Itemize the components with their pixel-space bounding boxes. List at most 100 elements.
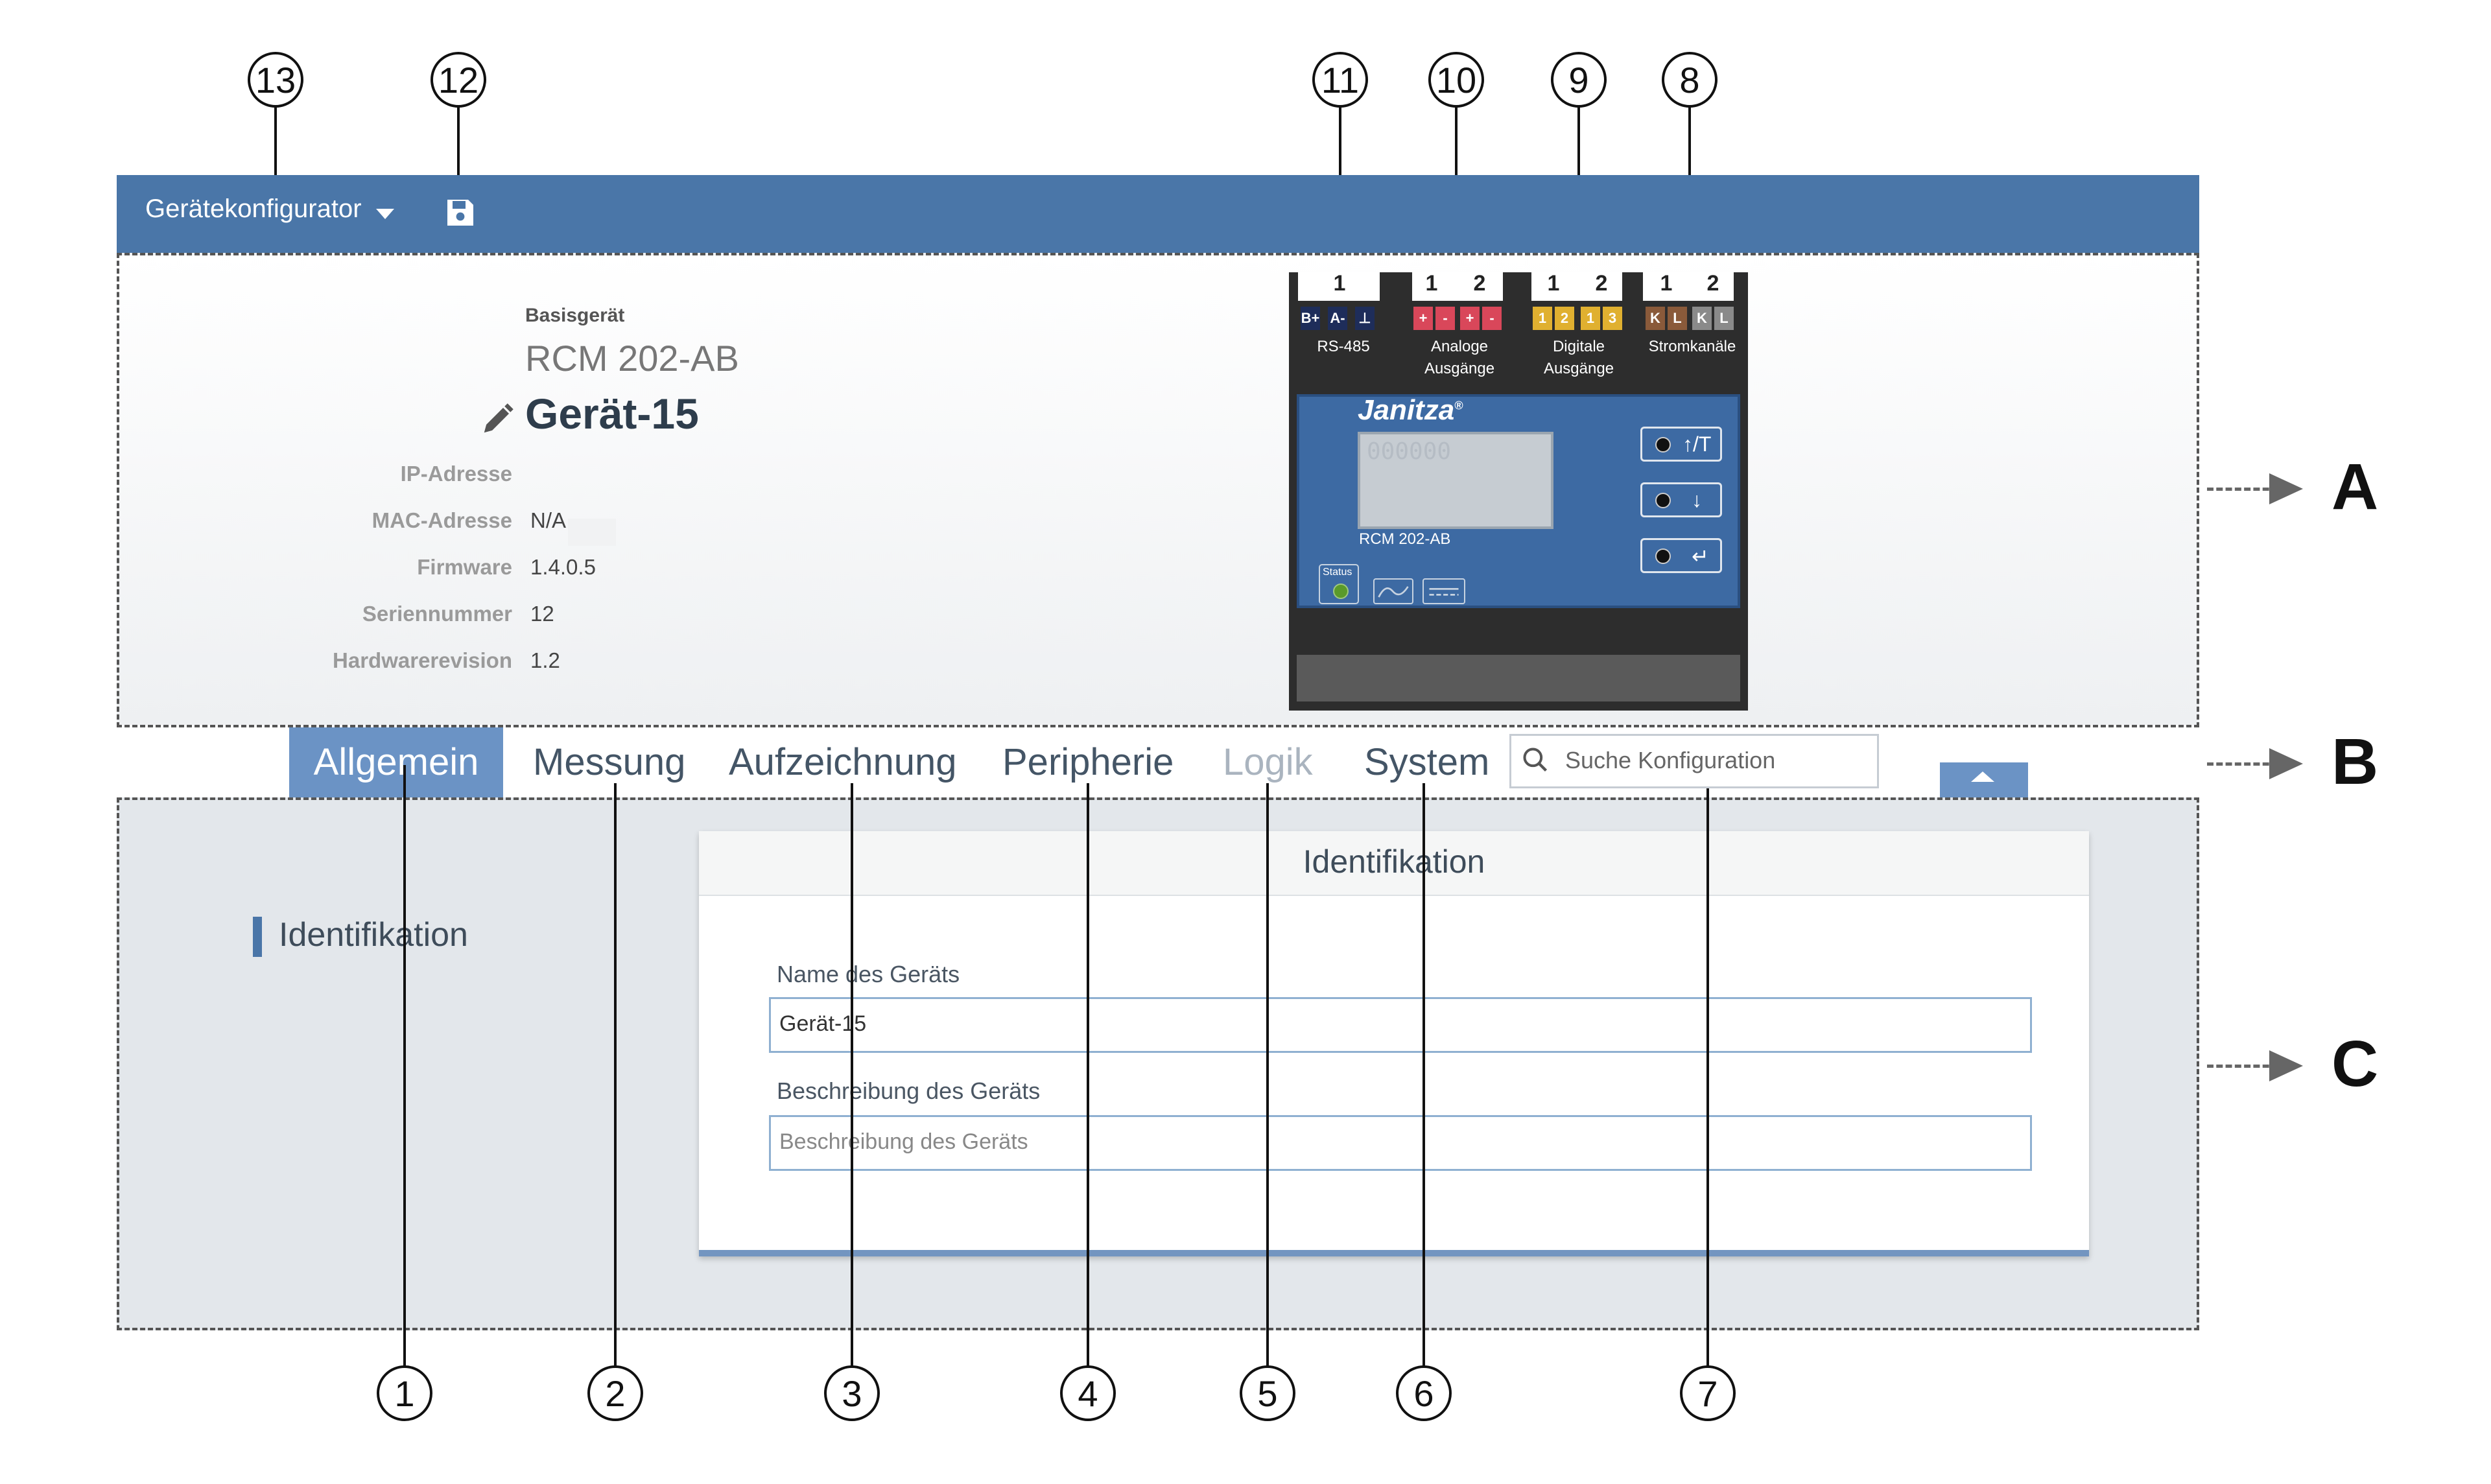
terminal-block: +	[1413, 307, 1433, 330]
device-description-placeholder: Beschreibung des Geräts	[779, 1129, 1028, 1154]
tab-logik: Logik	[1223, 741, 1313, 783]
terminal-strip-current	[1643, 272, 1734, 301]
terminal-block: ⊥	[1355, 307, 1375, 330]
device-description-field[interactable]	[769, 1115, 2032, 1171]
terminal-caption-current: Stromkanäle	[1648, 338, 1736, 355]
callout-6: 6	[1396, 1365, 1452, 1421]
device-display-digits: 000000	[1367, 438, 1452, 465]
section-b-arrow-line	[2207, 762, 2278, 766]
section-a-device-info	[117, 253, 2199, 727]
save-icon[interactable]	[445, 197, 476, 228]
callout-8: 8	[1662, 52, 1718, 108]
status-led-icon	[1333, 583, 1349, 599]
terminal-block: +	[1460, 307, 1480, 330]
terminal-block: L	[1714, 307, 1734, 330]
terminal-block: 2	[1555, 307, 1574, 330]
terminal-caption-digital: Digitale Ausgänge	[1543, 338, 1614, 377]
search-input[interactable]	[1509, 734, 1879, 788]
top-toolbar	[117, 175, 2199, 254]
chevron-up-icon	[1971, 771, 1994, 782]
button-dot	[1655, 437, 1671, 453]
chevron-down-icon[interactable]	[376, 209, 394, 219]
device-button-down: ↓	[1640, 482, 1722, 517]
terminal-number: 2	[1473, 271, 1486, 296]
tab-peripherie[interactable]: Peripherie	[1002, 741, 1174, 783]
dc-symbol-icon	[1423, 578, 1465, 604]
device-name-field-value: Gerät-15	[779, 1011, 867, 1036]
terminal-number: 1	[1425, 271, 1438, 296]
mac-address-value: N/A	[530, 508, 567, 532]
logo-registered-mark: ®	[1454, 399, 1463, 412]
configurator-menu-label[interactable]: Gerätekonfigurator	[145, 194, 362, 223]
tab-messung[interactable]: Messung	[533, 741, 686, 783]
terminal-block: B+	[1301, 307, 1320, 330]
callout-7: 7	[1680, 1365, 1736, 1421]
terminal-number: 2	[1595, 271, 1608, 296]
terminal-strip-analog	[1412, 272, 1503, 301]
device-model: RCM 202-AB	[525, 338, 739, 379]
terminal-strip-digital	[1531, 272, 1622, 301]
callout-10: 10	[1428, 52, 1484, 108]
firmware-label: Firmware	[417, 555, 512, 579]
section-a-arrow-line	[2207, 488, 2278, 491]
callout-12: 12	[431, 52, 486, 108]
device-button-enter: ↵	[1640, 538, 1722, 573]
section-b-letter: B	[2332, 725, 2379, 798]
mac-address-redaction	[568, 519, 616, 546]
device-name-field[interactable]	[769, 997, 2032, 1053]
logo-wordmark: Janitza	[1358, 394, 1455, 426]
device-name: Gerät-15	[525, 390, 699, 438]
callout-11: 11	[1312, 52, 1368, 108]
tab-allgemein[interactable]: Allgemein	[289, 727, 503, 797]
search-placeholder: Suche Konfiguration	[1565, 747, 1776, 773]
terminal-block: A-	[1328, 307, 1347, 330]
pencil-icon[interactable]	[480, 402, 515, 437]
section-c-letter: C	[2332, 1028, 2379, 1100]
callout-3: 3	[824, 1365, 880, 1421]
terminal-block: 3	[1603, 307, 1622, 330]
terminal-number: 1	[1660, 271, 1673, 296]
terminal-block: 1	[1581, 307, 1600, 330]
terminal-caption-rs485: RS-485	[1317, 338, 1370, 355]
status-indicator-frame	[1319, 564, 1359, 604]
enter-icon: ↵	[1692, 545, 1709, 568]
button-dot	[1655, 548, 1671, 564]
section-c-arrow-line	[2207, 1065, 2278, 1068]
callout-leader-2	[614, 783, 617, 1372]
terminal-block: K	[1646, 307, 1665, 330]
arrow-down-icon: ↓	[1692, 488, 1702, 512]
section-a-letter: A	[2332, 451, 2379, 523]
hardware-revision-value: 1.2	[530, 648, 560, 672]
tab-aufzeichnung[interactable]: Aufzeichnung	[729, 741, 957, 783]
mac-address-label: MAC-Adresse	[372, 508, 512, 532]
terminal-number: 1	[1333, 271, 1346, 296]
callout-1: 1	[377, 1365, 432, 1421]
section-a-arrow-icon	[2269, 473, 2303, 504]
card-header	[699, 831, 2089, 896]
search-icon	[1523, 748, 1548, 772]
callout-leader-13	[274, 104, 277, 176]
tab-system[interactable]: System	[1364, 741, 1490, 783]
device-model-label: RCM 202-AB	[1359, 530, 1451, 548]
janitza-logo: Janitza®	[1358, 394, 1463, 427]
section-b-arrow-icon	[2269, 748, 2303, 779]
card-title: Identifikation	[1303, 843, 1485, 880]
callout-leader-6	[1423, 783, 1425, 1372]
callout-leader-3	[851, 783, 853, 1372]
callout-13: 13	[248, 52, 303, 108]
callout-leader-5	[1266, 783, 1269, 1372]
callout-9: 9	[1551, 52, 1607, 108]
serial-number-value: 12	[530, 602, 554, 626]
hardware-revision-label: Hardwarerevision	[333, 648, 512, 672]
status-label: Status	[1323, 567, 1352, 578]
ac-symbol-icon	[1373, 578, 1413, 604]
ip-address-label: IP-Adresse	[400, 462, 512, 486]
device-name-label: Name des Geräts	[777, 961, 960, 987]
callout-leader-1	[403, 765, 406, 1372]
section-c-arrow-icon	[2269, 1050, 2303, 1081]
sidebar-item-identifikation[interactable]: Identifikation	[279, 916, 468, 954]
button-dot	[1655, 493, 1671, 508]
device-display	[1358, 432, 1553, 529]
terminal-block: L	[1668, 307, 1687, 330]
base-device-label: Basisgerät	[525, 305, 625, 326]
